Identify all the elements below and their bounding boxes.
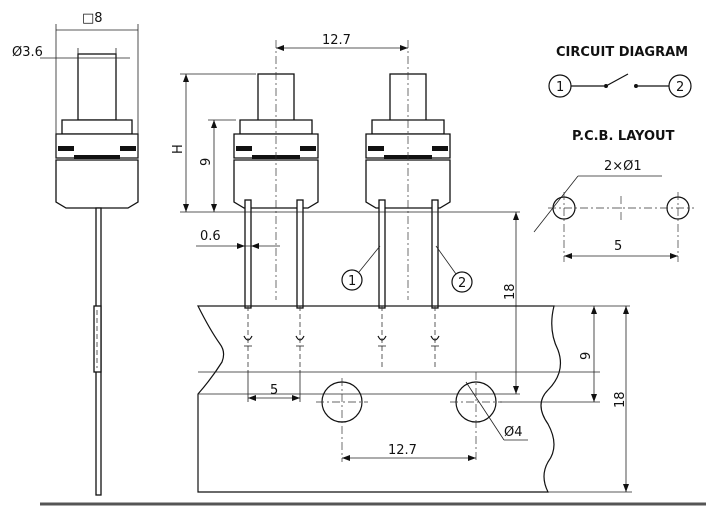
side-cap-dia-dim: Ø3.6 xyxy=(12,45,43,60)
side-lower-body xyxy=(55,159,139,209)
switch-right xyxy=(365,40,451,309)
tape-width-dim: 18 xyxy=(613,391,628,408)
switch-left-pin-2 xyxy=(296,199,304,309)
circuit-terminal-2-label: 2 xyxy=(676,80,684,95)
height-dim: H xyxy=(171,144,186,154)
side-actuator-cap xyxy=(77,53,117,121)
tape-pin-ends xyxy=(243,306,440,370)
switch-left-pin-1 xyxy=(244,199,252,309)
side-shoulder xyxy=(61,119,133,135)
switch-contact xyxy=(605,73,629,87)
body-height-dim: 9 xyxy=(199,158,214,166)
pcb-layout: P.C.B. LAYOUT 2×Ø1 5 xyxy=(533,129,694,262)
circuit-diagram: CIRCUIT DIAGRAM 1 2 xyxy=(548,45,692,98)
circuit-terminal-1-label: 1 xyxy=(556,80,564,95)
switch-right-pin-1 xyxy=(378,199,386,309)
side-tape-section xyxy=(93,305,102,373)
switch-left xyxy=(233,40,319,309)
pcb-layout-title: P.C.B. LAYOUT xyxy=(572,129,675,144)
pin-1-callout xyxy=(341,269,363,291)
tape-outline xyxy=(197,305,561,493)
side-view: □8 Ø3.6 xyxy=(12,11,139,496)
pin-width-dim: 0.6 xyxy=(200,229,221,244)
hole-dia-dim: Ø4 xyxy=(504,425,523,440)
tape-section: 5 12.7 Ø4 9 18 xyxy=(197,305,632,493)
pcb-spacing-dim: 5 xyxy=(614,239,622,254)
pin-2-callout xyxy=(451,271,473,293)
pcb-hole-dim: 2×Ø1 xyxy=(604,159,642,174)
hole-height-dim: 9 xyxy=(579,352,594,360)
pitch-dim: 12.7 xyxy=(322,33,351,48)
pin-2-label: 2 xyxy=(458,276,466,291)
circuit-diagram-title: CIRCUIT DIAGRAM xyxy=(556,45,688,60)
lead-length-dim: 18 xyxy=(503,283,518,300)
front-view: 12.7 H 9 0.6 1 2 18 xyxy=(171,33,520,394)
hole-pitch-dim: 12.7 xyxy=(388,443,417,458)
switch-right-pin-2 xyxy=(431,199,439,309)
pin-1-label: 1 xyxy=(348,274,356,289)
side-width-dim: □8 xyxy=(82,11,103,26)
pin-spacing-dim: 5 xyxy=(270,383,278,398)
